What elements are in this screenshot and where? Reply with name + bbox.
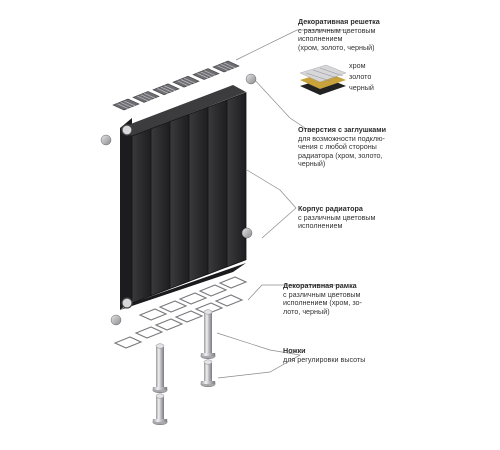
chrome-leg — [152, 343, 168, 394]
chrome-leg — [152, 393, 168, 426]
leader-plugs — [252, 77, 306, 129]
grille-piece — [112, 98, 140, 111]
callout-grille: Декоративная решетка с различным цветовы… — [298, 17, 448, 52]
callout-body-desc: с различным цветовым исполнением — [298, 212, 376, 231]
callout-body: Корпус радиатора с различным цветовым ис… — [298, 204, 448, 231]
callout-frame-title: Декоративная рамка — [283, 281, 357, 290]
leader-lines — [216, 29, 345, 379]
chrome-leg — [200, 309, 216, 360]
frame-piece — [113, 336, 143, 349]
radiator-fin — [188, 106, 209, 282]
frame-piece — [214, 294, 244, 307]
radiator-bottom-surface — [120, 263, 246, 310]
radiator-fin — [131, 128, 152, 304]
callout-plugs: Отверстия с заглушками для возможности п… — [298, 125, 448, 169]
grille-piece — [192, 68, 220, 80]
plug-cap-bottom-left — [110, 314, 122, 326]
plug-cap-top-right — [245, 73, 257, 85]
frame-piece — [138, 308, 168, 321]
callout-frame-desc: с различным цветовым исполнением (хром, … — [283, 289, 362, 316]
grille-piece — [132, 91, 160, 103]
plug-cap-top-left — [100, 134, 112, 146]
callout-plugs-title: Отверстия с заглушками — [298, 125, 387, 134]
radiator-body — [120, 85, 247, 310]
callout-body-title: Корпус радиатора — [298, 204, 363, 213]
finish-sample-stack — [299, 64, 347, 95]
swatch-label-black: черный — [349, 83, 374, 92]
radiator-port-bottom — [121, 297, 133, 309]
leader-grille — [235, 29, 345, 61]
callout-legs-title: Ножки — [283, 346, 306, 355]
decorative-grille — [112, 60, 240, 111]
leader-frame — [247, 284, 340, 301]
finish-sample-grid — [305, 67, 344, 82]
callout-frame: Декоративная рамка с различным цветовым … — [283, 281, 433, 316]
radiator-fins — [131, 92, 247, 304]
grille-piece — [152, 83, 180, 96]
callout-legs-desc: для регулировки высоты — [283, 354, 366, 364]
swatch-label-gold: золото — [349, 72, 372, 81]
grille-piece — [212, 60, 240, 73]
frame-piece — [194, 302, 224, 315]
radiator-fin — [150, 120, 171, 297]
radiator-fin — [169, 113, 190, 290]
decorative-frame — [113, 276, 248, 349]
callout-grille-desc: с различным цветовым исполнением (хром, … — [298, 25, 376, 52]
leader-legs — [216, 332, 302, 379]
plug-cap-bottom-right — [241, 227, 253, 239]
radiator-end-panel — [120, 118, 132, 310]
frame-piece — [158, 300, 188, 313]
radiator-fin — [207, 99, 228, 275]
frame-piece — [154, 318, 184, 331]
frame-piece — [174, 310, 204, 323]
radiator-port-top — [121, 124, 133, 136]
frame-piece — [198, 284, 228, 297]
frame-piece — [178, 292, 208, 305]
radiator-fin — [226, 92, 247, 268]
frame-piece — [218, 276, 248, 289]
swatch-label-chrome: хром — [349, 61, 366, 70]
radiator-top-surface — [120, 85, 246, 136]
frame-piece — [134, 326, 164, 339]
grille-piece — [172, 75, 200, 88]
callout-plugs-desc: для возможности подклю- чения с любой ст… — [298, 133, 385, 169]
callout-legs: Ножки для регулировки высоты — [283, 346, 433, 364]
chrome-leg — [200, 359, 216, 388]
leader-body — [246, 169, 297, 239]
callout-grille-title: Декоративная решетка — [298, 17, 380, 26]
plug-caps — [100, 73, 257, 326]
chrome-legs — [152, 309, 216, 426]
